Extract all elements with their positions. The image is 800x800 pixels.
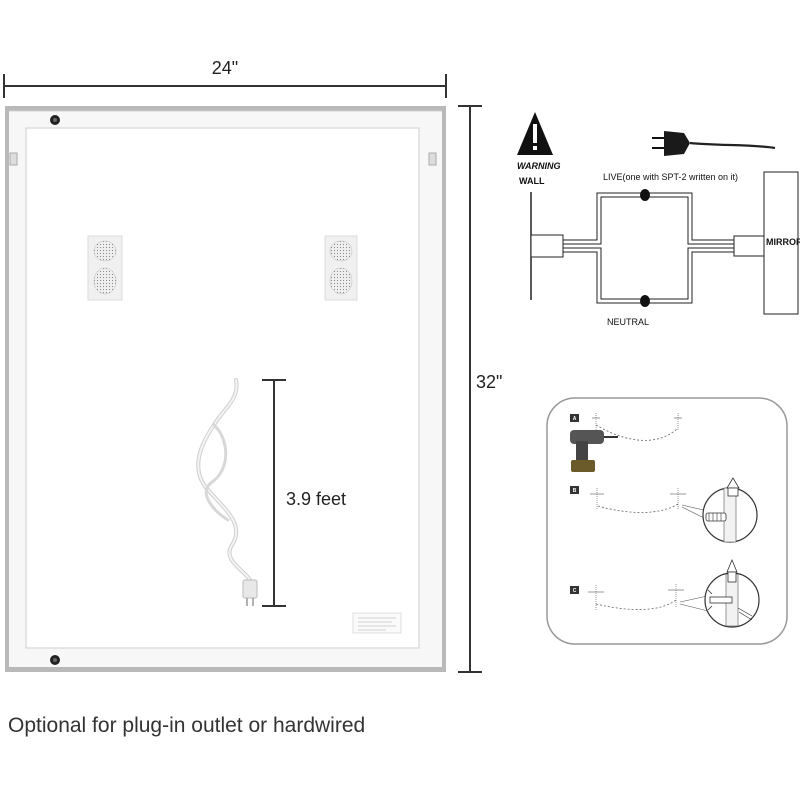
height-label: 32" (476, 372, 502, 392)
svg-text:A: A (573, 416, 577, 422)
cord-length-label: 3.9 feet (286, 489, 346, 509)
speaker-grille-right (324, 235, 358, 301)
svg-text:B: B (573, 488, 577, 494)
mirror-box (763, 171, 799, 315)
rating-label (352, 612, 402, 634)
power-cord (196, 378, 258, 606)
step-a: A (570, 413, 682, 472)
anchor-icon (705, 512, 727, 522)
svg-text:C: C (573, 588, 577, 594)
height-dimension: 32" (458, 105, 502, 673)
drill-icon (570, 430, 618, 472)
width-dimension: 24" (3, 58, 447, 98)
warning-label: WARNING (517, 161, 561, 171)
side-clip-left (9, 152, 18, 166)
step-b: B (570, 477, 758, 543)
hanging-hole-bottom (50, 655, 60, 665)
power-plug-icon (652, 131, 776, 156)
caption-text: Optional for plug-in outlet or hardwired (8, 714, 366, 737)
wall-label: WALL (519, 176, 545, 186)
wiring-diagram: WARNING WALL LIVE(one with SPT-2 written… (517, 112, 800, 327)
live-connector (640, 189, 650, 201)
mirror-label: MIRROR (766, 237, 800, 247)
neutral-label: NEUTRAL (607, 317, 649, 327)
warning-triangle-icon (517, 112, 553, 155)
mirror-back-panel (5, 106, 446, 672)
speaker-grille-left (87, 235, 123, 301)
live-label: LIVE(one with SPT-2 written on it) (603, 172, 738, 182)
cord-plug (242, 579, 258, 599)
installation-steps: A B (546, 397, 788, 645)
neutral-connector (640, 295, 650, 307)
step-c: C (570, 558, 760, 628)
width-label: 24" (212, 58, 238, 78)
side-clip-right (428, 152, 437, 166)
cord-length-dimension: 3.9 feet (262, 379, 346, 607)
hanging-hole-top (50, 115, 60, 125)
